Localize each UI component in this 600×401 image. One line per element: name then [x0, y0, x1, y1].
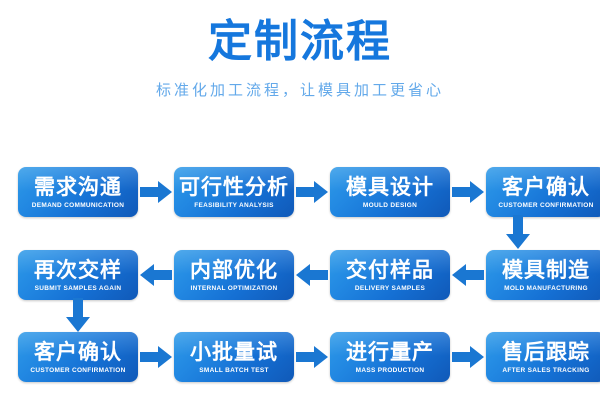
- step-label-cn: 可行性分析: [179, 174, 289, 199]
- step-label-cn: 需求沟通: [34, 174, 122, 199]
- step-label-cn: 客户确认: [34, 339, 122, 364]
- page-title: 定制流程: [208, 16, 392, 67]
- arrow-right-icon: [138, 332, 174, 382]
- flow-row-3: 客户确认 CUSTOMER CONFIRMATION 小批量试 SMALL BA…: [0, 331, 600, 383]
- step-customer-confirmation-2[interactable]: 客户确认 CUSTOMER CONFIRMATION: [18, 332, 138, 382]
- step-label-cn: 客户确认: [502, 174, 590, 199]
- step-submit-samples-again[interactable]: 再次交样 SUBMIT SAMPLES AGAIN: [18, 250, 138, 300]
- step-demand-communication[interactable]: 需求沟通 DEMAND COMMUNICATION: [18, 167, 138, 217]
- step-label-en: INTERNAL OPTIMIZATION: [190, 284, 278, 292]
- arrow-right-icon: [450, 167, 486, 217]
- step-label-en: AFTER SALES TRACKING: [502, 366, 590, 374]
- page-subtitle: 标准化加工流程，让模具加工更省心: [155, 81, 444, 99]
- flow-row-1: 需求沟通 DEMAND COMMUNICATION 可行性分析 FEASIBIL…: [0, 166, 600, 218]
- step-label-cn: 进行量产: [346, 339, 434, 364]
- step-mould-design[interactable]: 模具设计 MOULD DESIGN: [330, 167, 450, 217]
- step-label-cn: 售后跟踪: [502, 339, 590, 364]
- step-mass-production[interactable]: 进行量产 MASS PRODUCTION: [330, 332, 450, 382]
- step-label-cn: 模具制造: [502, 257, 590, 282]
- arrow-down-icon-right: [503, 215, 533, 249]
- row-3-left-pad: [0, 332, 18, 382]
- arrow-left-icon: [138, 250, 174, 300]
- step-label-cn: 模具设计: [346, 174, 434, 199]
- step-after-sales-tracking[interactable]: 售后跟踪 AFTER SALES TRACKING: [486, 332, 600, 382]
- step-mold-manufacturing[interactable]: 模具制造 MOLD MANUFACTURING: [486, 250, 600, 300]
- step-customer-confirmation-1[interactable]: 客户确认 CUSTOMER CONFIRMATION: [486, 167, 600, 217]
- step-label-en: MOLD MANUFACTURING: [504, 284, 588, 292]
- arrow-right-icon: [294, 332, 330, 382]
- row-1-left-pad: [0, 167, 18, 217]
- step-small-batch-test[interactable]: 小批量试 SMALL BATCH TEST: [174, 332, 294, 382]
- row-2-left-pad: [0, 250, 18, 300]
- step-feasibility-analysis[interactable]: 可行性分析 FEASIBILITY ANALYSIS: [174, 167, 294, 217]
- step-internal-optimization[interactable]: 内部优化 INTERNAL OPTIMIZATION: [174, 250, 294, 300]
- step-label-cn: 交付样品: [346, 257, 434, 282]
- arrow-right-icon: [450, 332, 486, 382]
- step-label-en: SMALL BATCH TEST: [199, 366, 269, 374]
- step-delivery-samples[interactable]: 交付样品 DELIVERY SAMPLES: [330, 250, 450, 300]
- step-label-cn: 小批量试: [190, 339, 278, 364]
- arrow-down-icon-left: [63, 298, 93, 332]
- step-label-en: DEMAND COMMUNICATION: [31, 201, 125, 209]
- arrow-right-icon: [294, 167, 330, 217]
- arrow-left-icon: [294, 250, 330, 300]
- arrow-left-icon: [450, 250, 486, 300]
- step-label-en: DELIVERY SAMPLES: [354, 284, 426, 292]
- step-label-en: SUBMIT SAMPLES AGAIN: [34, 284, 122, 292]
- arrow-right-icon: [138, 167, 174, 217]
- step-label-en: FEASIBILITY ANALYSIS: [194, 201, 274, 209]
- step-label-en: CUSTOMER CONFIRMATION: [30, 366, 126, 374]
- step-label-en: MASS PRODUCTION: [355, 366, 425, 374]
- step-label-en: CUSTOMER CONFIRMATION: [498, 201, 594, 209]
- step-label-en: MOULD DESIGN: [362, 201, 418, 209]
- flow-row-2: 再次交样 SUBMIT SAMPLES AGAIN 内部优化 INTERNAL …: [0, 249, 600, 301]
- header: 定制流程 标准化加工流程，让模具加工更省心: [0, 0, 600, 100]
- step-label-cn: 内部优化: [190, 257, 278, 282]
- step-label-cn: 再次交样: [34, 257, 122, 282]
